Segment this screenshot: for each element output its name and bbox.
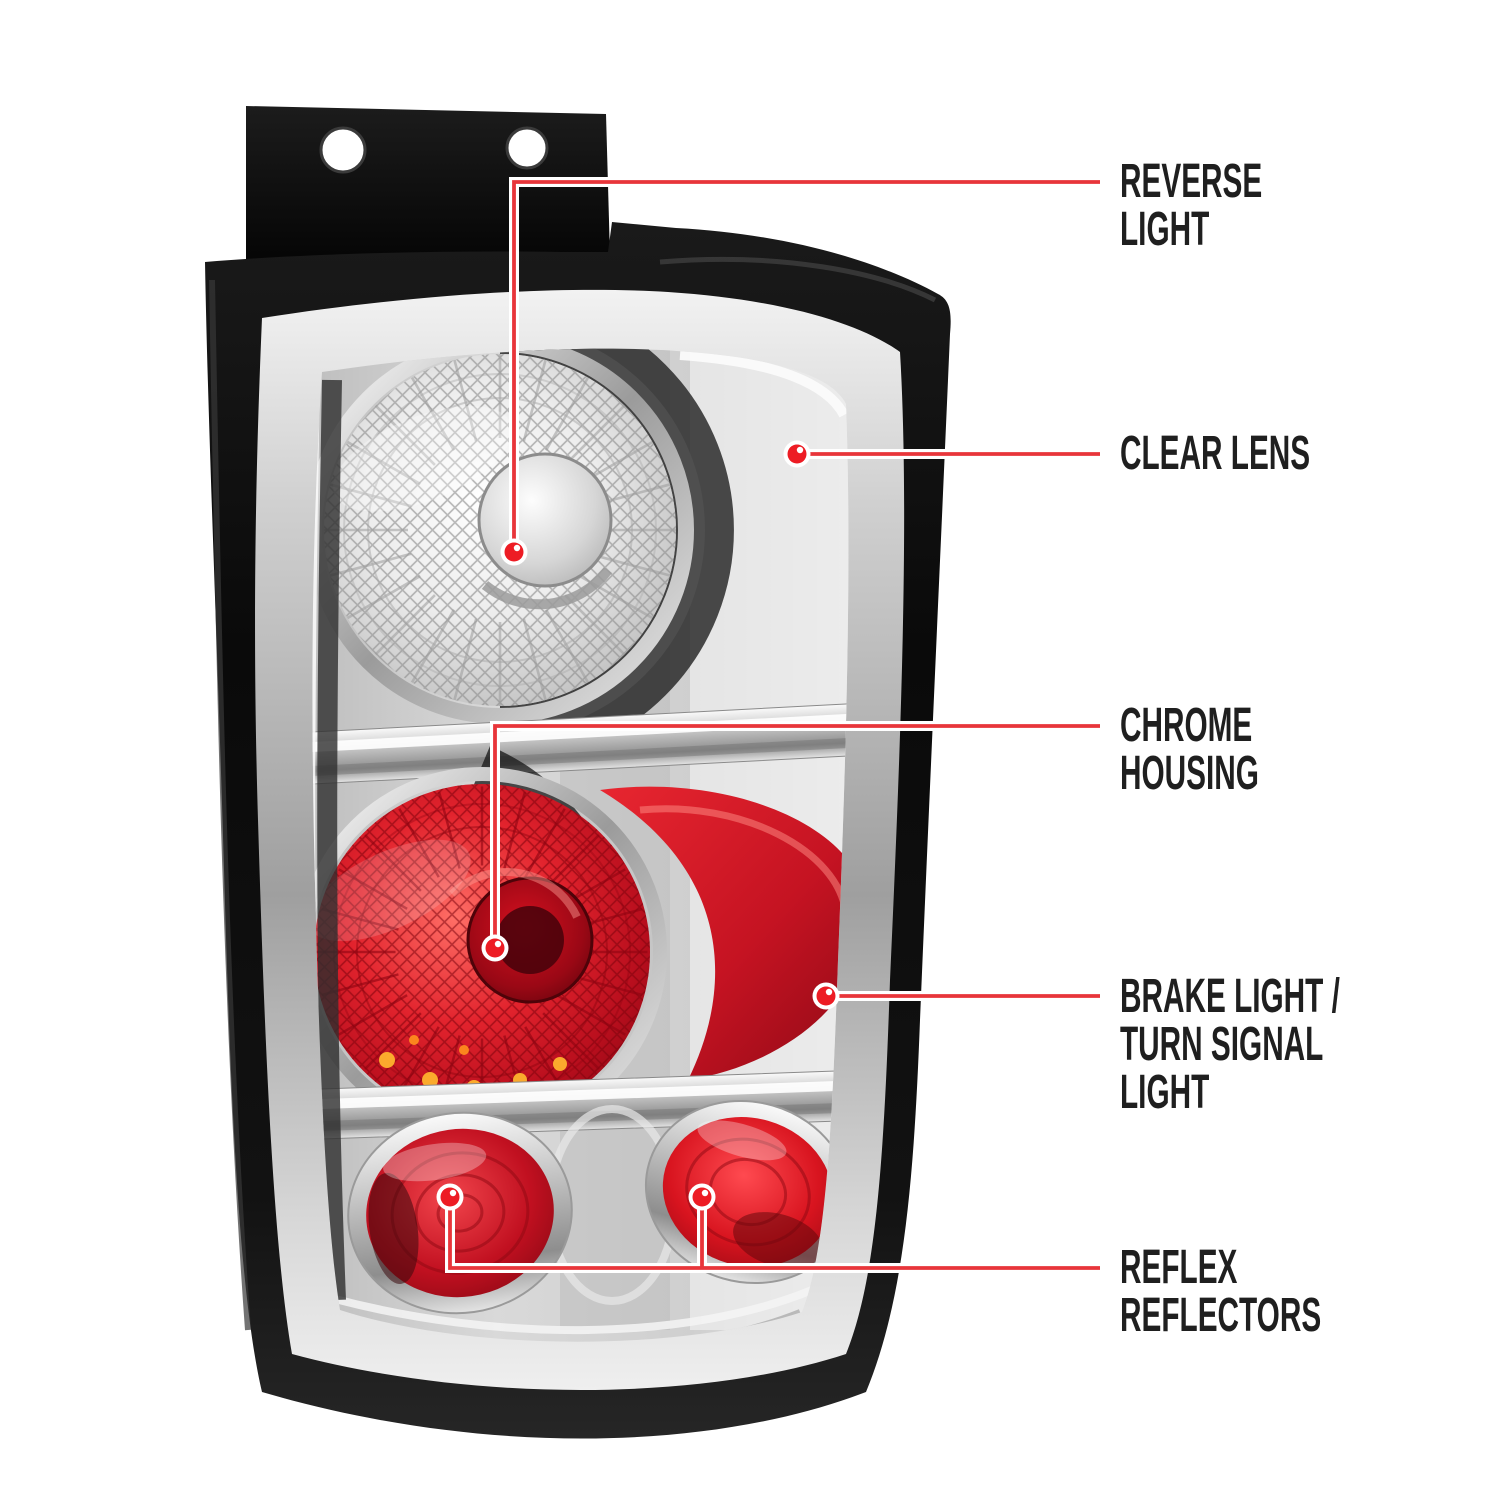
bracket-hole-right	[505, 126, 549, 170]
callout-line-reverse-light	[509, 177, 1105, 557]
red-wing	[600, 786, 849, 1080]
reverse-light-lens	[312, 348, 717, 747]
interior	[312, 348, 849, 1342]
callout-dot-chrome-housing	[481, 934, 509, 962]
callout-label-clear-lens: CLEAR LENS	[1120, 427, 1311, 480]
callout-dot-reflex-right	[688, 1183, 716, 1211]
callout-dot-reverse-light	[500, 538, 528, 566]
callout-line-chrome-housing	[490, 721, 1105, 953]
callout-dot-clear-lens	[783, 440, 811, 468]
callout-label-brake-turn-signal: BRAKE LIGHT / TURN SIGNAL LIGHT	[1120, 970, 1340, 1119]
callout-label-reverse-light: REVERSE LIGHT	[1120, 155, 1263, 256]
callout-dot-brake-turn-signal	[812, 982, 840, 1010]
callout-dot-reflex-left	[436, 1183, 464, 1211]
callout-label-reflex-reflectors: REFLEX REFLECTORS	[1120, 1241, 1322, 1342]
callout-label-chrome-housing: CHROME HOUSING	[1120, 699, 1259, 800]
reflex-reflector-left	[347, 1111, 573, 1315]
brake-light-lens	[312, 748, 686, 1156]
callouts-overlay	[436, 177, 1105, 1273]
bracket-hole-left	[319, 126, 367, 174]
